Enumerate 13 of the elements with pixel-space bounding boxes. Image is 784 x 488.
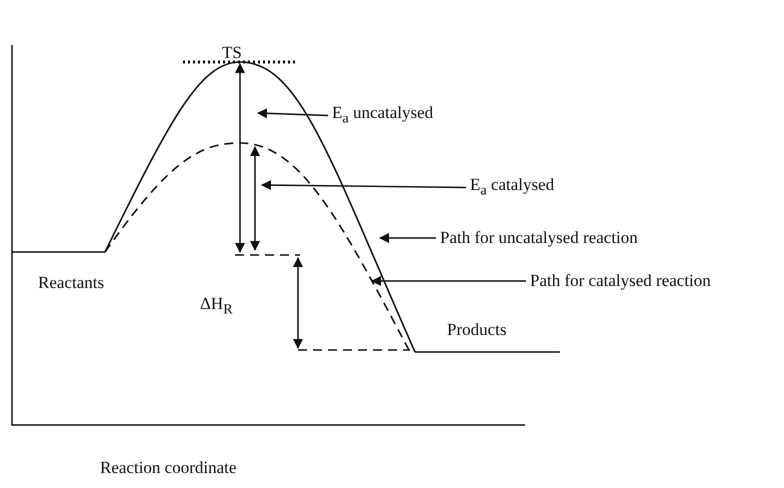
diagram-label: TS bbox=[222, 43, 242, 63]
callout-label: E$_{a}$ uncatalysed bbox=[332, 103, 434, 128]
diagram-label: Reactants bbox=[38, 273, 104, 293]
leader-line bbox=[379, 233, 436, 243]
callout-label: Path for uncatalysed reaction bbox=[440, 228, 638, 248]
leader-line bbox=[257, 108, 328, 118]
diagram-label: Products bbox=[447, 320, 506, 340]
diagram-label: ΔH$_{R}$ bbox=[200, 294, 233, 320]
leader-line bbox=[371, 276, 526, 286]
callout-label: Path for catalysed reaction bbox=[530, 271, 711, 291]
leader-line bbox=[261, 180, 466, 190]
callout-label: E$_{a}$ catalysed bbox=[470, 175, 554, 200]
axis-label: Reaction coordinate bbox=[100, 458, 236, 478]
